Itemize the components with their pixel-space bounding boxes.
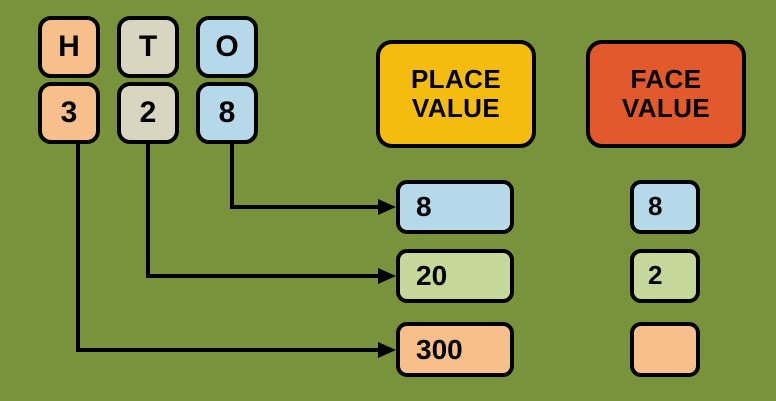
face-value-header-line2: VALUE <box>621 93 711 123</box>
place-value-8: 8 <box>396 180 514 234</box>
face-value-empty <box>630 322 700 377</box>
place-value-header-line1: PLACE <box>410 63 502 94</box>
place-value-300: 300 <box>396 322 514 377</box>
place-heading-hundreds: H <box>38 16 100 78</box>
place-heading-ones: O <box>196 16 258 78</box>
place-heading-tens: T <box>117 16 179 78</box>
digit-hundreds: 3 <box>38 82 100 144</box>
place-value-20: 20 <box>396 249 514 303</box>
face-value-header: FACE VALUE <box>586 40 746 148</box>
digit-ones: 8 <box>196 82 258 144</box>
face-value-2: 2 <box>630 249 700 303</box>
face-value-header-line1: FACE <box>630 63 702 94</box>
digit-tens: 2 <box>117 82 179 144</box>
face-value-8: 8 <box>630 180 700 234</box>
place-value-header: PLACE VALUE <box>376 40 536 148</box>
place-value-header-line2: VALUE <box>411 93 501 123</box>
